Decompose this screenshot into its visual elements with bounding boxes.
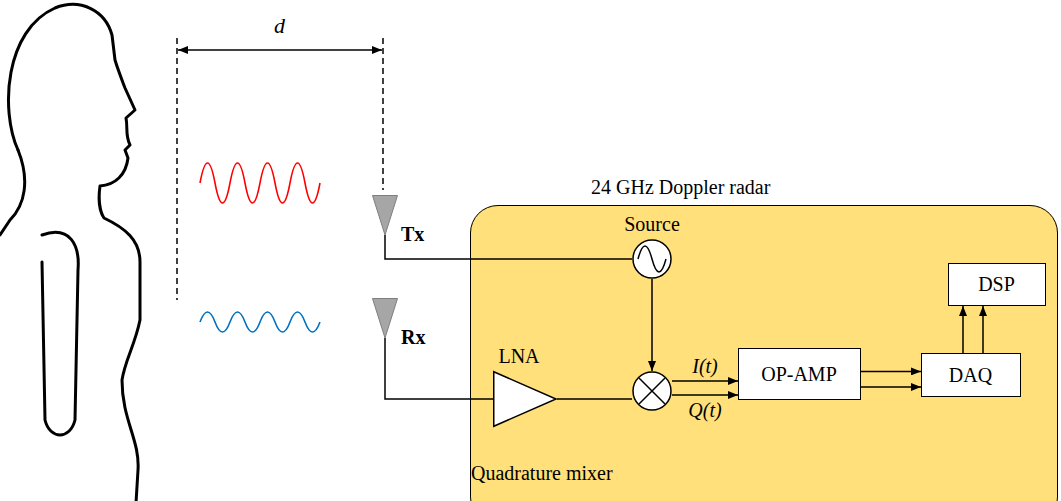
antenna-symbol (373, 196, 398, 236)
node-label: LNA (498, 345, 539, 367)
node-label: Rx (401, 326, 425, 348)
signal-wire (385, 250, 632, 259)
antenna-symbol (373, 299, 398, 339)
source-symbol (633, 240, 671, 278)
signal-wire (385, 353, 493, 399)
signal-arrow (962, 306, 964, 353)
signal-arrow (672, 394, 738, 396)
node-label: OP-AMP (761, 363, 837, 385)
reflected-wave (200, 312, 320, 332)
node-label: Source (624, 213, 680, 235)
signal-name: Q(t) (688, 399, 721, 421)
dimension-label: d (274, 14, 285, 38)
signal-arrow (982, 306, 984, 353)
antenna-feed (384, 235, 386, 250)
symbol-outline (632, 239, 672, 279)
node-label: DSP (978, 273, 1015, 295)
daq-box: DAQ (921, 353, 1021, 397)
quadrature-mixer: Quadrature mixer (632, 371, 672, 411)
signal-arrow (651, 279, 653, 371)
distance-markers (177, 38, 383, 300)
signal-source: Source (632, 239, 672, 279)
node-label: DAQ (949, 364, 992, 386)
distance-arrow (178, 49, 382, 51)
signal-wire (557, 398, 632, 400)
person-arm (42, 232, 78, 435)
node-label: 24 GHz Doppler radar (591, 176, 770, 198)
tx-antenna: Tx (372, 195, 398, 250)
mixer-cross (639, 378, 665, 404)
mixer-symbol (633, 372, 671, 410)
signal-arrow (861, 386, 921, 388)
radar-housing: 24 GHz Doppler radarSourceDSPLNAQuadratu… (470, 205, 1058, 501)
symbol-outline (493, 371, 557, 427)
signal-arrow (672, 380, 738, 382)
dsp-box: DSP (948, 263, 1046, 306)
signal-name: I(t) (692, 355, 718, 377)
node-label: Quadrature mixer (471, 462, 613, 484)
person-back (0, 150, 25, 235)
node-label: Tx (401, 223, 424, 245)
antenna-feed (384, 338, 386, 353)
rx-antenna: Rx (372, 298, 398, 353)
lna-amplifier: LNA (493, 371, 557, 427)
op-amp-box: OP-AMP (738, 348, 861, 400)
dashed-line (382, 38, 384, 190)
symbol-outline (372, 195, 398, 250)
symbol-outline (632, 371, 672, 411)
amplifier-symbol (494, 372, 556, 427)
symbol-outline (372, 298, 398, 353)
transmitted-wave (200, 163, 320, 203)
dashed-line (176, 38, 178, 300)
person-profile (8, 4, 140, 501)
signal-arrow (861, 371, 921, 373)
sine-symbol (638, 246, 666, 272)
person-silhouette (0, 4, 140, 501)
